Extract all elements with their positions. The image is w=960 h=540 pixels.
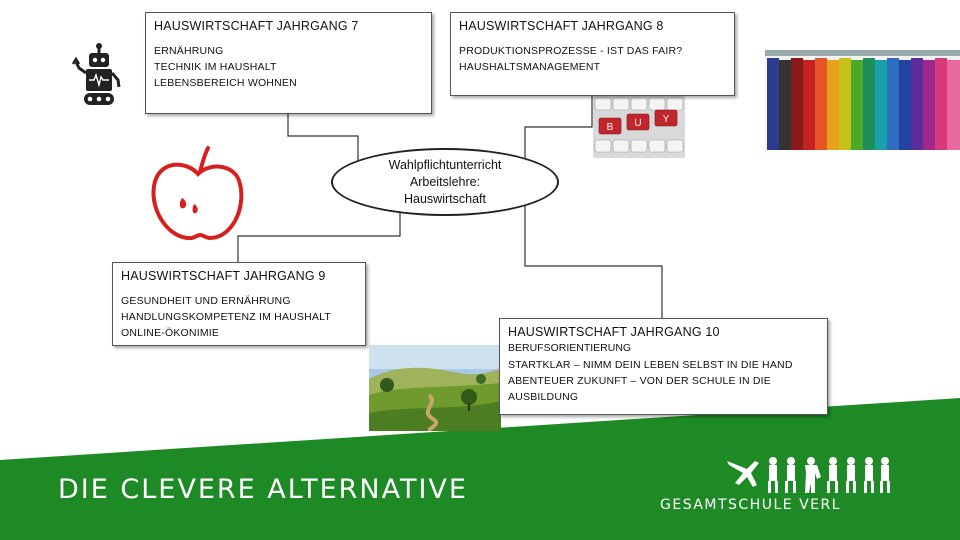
box-line: STARTKLAR – NIMM DEIN LEBEN SELBST IN DI… [508,357,819,373]
box-line: GESUNDHEIT UND ERNÄHRUNG [121,293,357,309]
box-title: HAUSWIRTSCHAFT JAHRGANG 10 [508,325,819,339]
box-line: ERNÄHRUNG [154,43,423,59]
center-line-3: Hauswirtschaft [404,191,486,208]
keyboard-buy-image: B U Y [593,96,685,158]
box-line: AUSBILDUNG [508,389,819,405]
center-line-2: Arbeitslehre: [410,174,480,191]
box-line: PRODUKTIONSPROZESSE - IST DAS FAIR? [459,43,726,59]
box-line: ABENTEUER ZUKUNFT – VON DER SCHULE IN DI… [508,373,819,389]
apple-icon [148,142,248,246]
school-logo-figures [725,455,895,497]
clothes-rack-image [765,50,960,150]
landscape-image [369,345,501,431]
box-line: TECHNIK IM HAUSHALT [154,59,423,75]
key-y: Y [663,114,670,125]
slogan-text: DIE CLEVERE ALTERNATIVE [58,474,468,505]
box-line: HANDLUNGSKOMPETENZ IM HAUSHALT [121,309,357,325]
box-jahrgang-9: HAUSWIRTSCHAFT JAHRGANG 9 GESUNDHEIT UND… [112,262,366,346]
center-topic-ellipse: Wahlpflichtunterricht Arbeitslehre: Haus… [331,148,559,216]
box-jahrgang-8: HAUSWIRTSCHAFT JAHRGANG 8 PRODUKTIONSPRO… [450,12,735,96]
box-line: LEBENSBEREICH WOHNEN [154,75,423,91]
box-line: ONLINE-ÖKONIMIE [121,325,357,341]
box-title: HAUSWIRTSCHAFT JAHRGANG 9 [121,269,357,283]
box-title: HAUSWIRTSCHAFT JAHRGANG 8 [459,19,726,33]
box-jahrgang-10: HAUSWIRTSCHAFT JAHRGANG 10 BERUFSORIENTI… [499,318,828,415]
school-name: GESAMTSCHULE VERL [660,497,841,513]
key-b: B [607,122,614,133]
robot-icon [72,42,124,108]
center-line-1: Wahlpflichtunterricht [389,157,502,174]
box-title: HAUSWIRTSCHAFT JAHRGANG 7 [154,19,423,33]
key-u: U [634,118,641,129]
box-jahrgang-7: HAUSWIRTSCHAFT JAHRGANG 7 ERNÄHRUNG TECH… [145,12,432,114]
box-subtitle: BERUFSORIENTIERUNG [508,341,819,355]
box-line: HAUSHALTSMANAGEMENT [459,59,726,75]
